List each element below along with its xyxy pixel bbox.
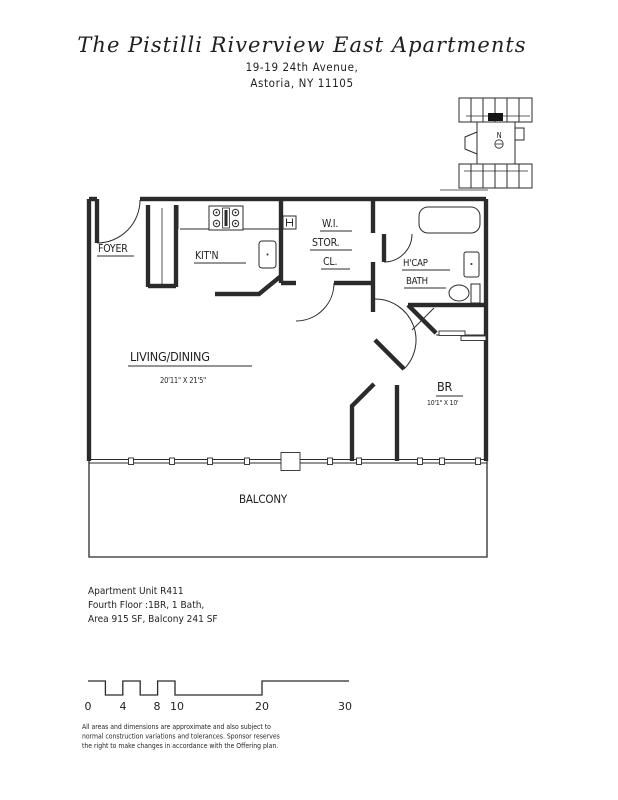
- scale-bar: 0 4 8 10 20 30: [85, 680, 352, 713]
- walls: [86, 196, 489, 461]
- sliding-door-panel: [460, 335, 487, 341]
- disclaimer-line-2: normal construction variations and toler…: [82, 733, 280, 741]
- balcony-door: [280, 452, 301, 471]
- key-plan-bottom-windows: [470, 164, 520, 188]
- scale-bar-line: [88, 680, 349, 696]
- sink-icon: [463, 251, 480, 278]
- label-bath-1: H'CAP: [403, 258, 428, 269]
- unit-location-marker: [488, 113, 503, 121]
- scale-tick-4: 4: [120, 700, 127, 713]
- unit-info: Apartment Unit R411 Fourth Floor :1BR, 1…: [88, 586, 218, 625]
- sliding-door-panel: [438, 330, 466, 336]
- balcony-structure: [88, 452, 488, 558]
- label-living: LIVING/DINING: [130, 349, 210, 364]
- label-bedroom-dim: 10'1" X 10': [427, 399, 459, 407]
- compass-circle: [494, 139, 504, 149]
- refrigerator-icon: [258, 240, 277, 269]
- label-bath-2: BATH: [406, 276, 428, 287]
- unit-info-line-1: Apartment Unit R411: [88, 586, 184, 597]
- window-mullions: [128, 457, 481, 465]
- label-foyer: FOYER: [98, 243, 128, 255]
- disclaimer-line-1: All areas and dimensions are approximate…: [82, 723, 271, 731]
- north-compass-icon: N: [494, 131, 504, 149]
- room-labels: FOYER KIT'N W.I. STOR. CL. H'CAP BATH LI…: [97, 218, 463, 506]
- key-plan-right-step: [515, 127, 525, 141]
- closet-door-leaf: [411, 307, 435, 331]
- address-line-2: Astoria, NY 11105: [250, 76, 353, 90]
- disclaimer: All areas and dimensions are approximate…: [82, 723, 280, 750]
- scale-tick-10: 10: [170, 700, 184, 713]
- unit-info-line-2: Fourth Floor :1BR, 1 Bath,: [88, 600, 204, 611]
- page-title: The Pistilli Riverview East Apartments: [77, 33, 526, 57]
- entry-door-arc: [96, 199, 141, 244]
- key-plan-left-bump: [464, 131, 478, 155]
- scale-tick-8: 8: [154, 700, 161, 713]
- label-bedroom: BR: [437, 379, 453, 394]
- bathtub-icon: [418, 206, 481, 234]
- storage-door-arc: [295, 282, 335, 322]
- north-label: N: [497, 131, 502, 140]
- scale-tick-0: 0: [85, 700, 92, 713]
- header: The Pistilli Riverview East Apartments 1…: [77, 33, 526, 90]
- label-balcony: BALCONY: [239, 492, 288, 506]
- duct-h-icon: [282, 215, 297, 230]
- label-storage-2: STOR.: [312, 237, 339, 249]
- disclaimer-line-3: the right to make changes in accordance …: [82, 742, 278, 750]
- label-storage-1: W.I.: [322, 218, 338, 230]
- door-swings: [96, 199, 435, 370]
- bedroom-door-arc: [374, 298, 417, 370]
- key-plan: N: [440, 97, 533, 191]
- stove-icon: [208, 205, 244, 231]
- label-kitchen: KIT'N: [195, 250, 219, 262]
- key-plan-top-windows: [470, 98, 520, 122]
- key-plan-core: [476, 121, 516, 165]
- address-line-1: 19-19 24th Avenue,: [246, 60, 359, 74]
- scale-tick-20: 20: [255, 700, 269, 713]
- fixtures: [208, 205, 481, 304]
- bath-door-arc: [383, 233, 413, 263]
- label-living-dim: 20'11" X 21'5": [160, 376, 206, 385]
- label-storage-3: CL.: [323, 256, 337, 268]
- toilet-icon: [448, 283, 481, 304]
- balcony-outline: [88, 461, 488, 558]
- unit-info-line-3: Area 915 SF, Balcony 241 SF: [88, 614, 218, 625]
- scale-tick-30: 30: [338, 700, 352, 713]
